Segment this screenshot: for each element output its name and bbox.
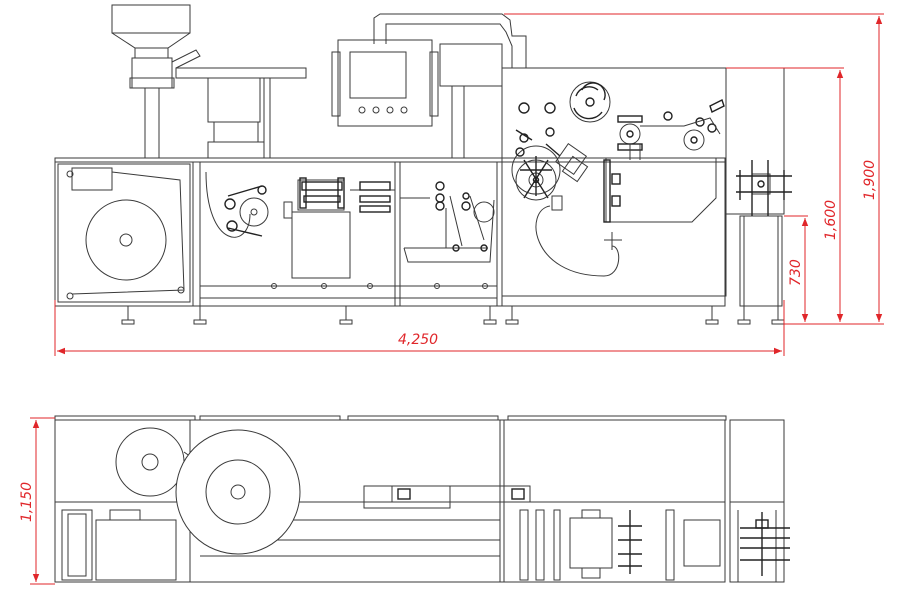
dimension-annotations: 4,250 1,900 1,600 730 1,150 — [19, 13, 884, 585]
front-view — [54, 4, 792, 325]
pvc-film-roll — [57, 163, 191, 303]
base-cabinet — [54, 68, 726, 307]
width-1150-label: 1,150 — [19, 482, 35, 522]
upper-right-housing — [501, 67, 785, 297]
indexing-station — [603, 99, 725, 250]
height-1600-label: 1,600 — [823, 200, 839, 240]
punching-station — [511, 81, 620, 277]
length-label: 4,250 — [398, 332, 438, 348]
top-roll-large — [175, 429, 301, 555]
upper-shelf — [175, 67, 307, 159]
top-sealing-bar — [363, 485, 531, 509]
leveling-feet — [121, 306, 785, 325]
hopper-feeder — [111, 4, 201, 159]
guide-rollers — [403, 181, 495, 263]
top-left-drive — [61, 509, 177, 581]
height-730-label: 730 — [788, 259, 804, 286]
top-output-stacker — [729, 419, 790, 583]
top-right-mechanism — [519, 509, 721, 581]
output-stacker — [736, 160, 792, 307]
control-panel — [331, 13, 527, 158]
sealing-station — [359, 181, 430, 213]
top-view — [54, 415, 790, 583]
forming-station — [205, 171, 395, 279]
height-1900-label: 1,900 — [862, 160, 878, 200]
